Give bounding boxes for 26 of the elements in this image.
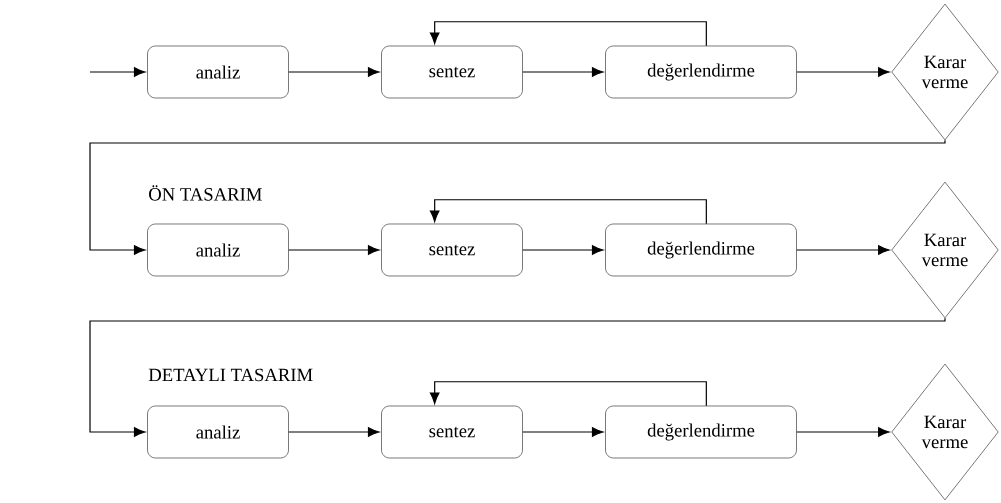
process-box: sentez xyxy=(381,405,523,459)
arrow xyxy=(288,245,380,255)
arrow xyxy=(429,199,707,225)
arrow xyxy=(796,427,890,437)
arrow xyxy=(288,67,380,77)
section-heading: ÖN TASARIM xyxy=(149,185,262,201)
arrow xyxy=(522,67,604,77)
process-box: sentez xyxy=(381,45,523,99)
arrow xyxy=(89,317,946,437)
process-box: analiz xyxy=(147,405,289,459)
process-box: analiz xyxy=(147,223,289,277)
arrow xyxy=(288,427,380,437)
arrow xyxy=(89,139,946,255)
process-box: sentez xyxy=(381,223,523,277)
arrow xyxy=(522,427,604,437)
arrow xyxy=(89,67,146,77)
arrow xyxy=(796,67,890,77)
arrow xyxy=(429,21,707,47)
process-box: değerlendirme xyxy=(605,45,797,99)
process-box: değerlendirme xyxy=(605,405,797,459)
section-heading: DETAYLI TASARIM xyxy=(148,368,313,382)
process-box: analiz xyxy=(147,45,289,99)
arrow xyxy=(796,245,890,255)
process-box: değerlendirme xyxy=(605,223,797,277)
arrow xyxy=(429,381,707,407)
arrow xyxy=(522,245,604,255)
